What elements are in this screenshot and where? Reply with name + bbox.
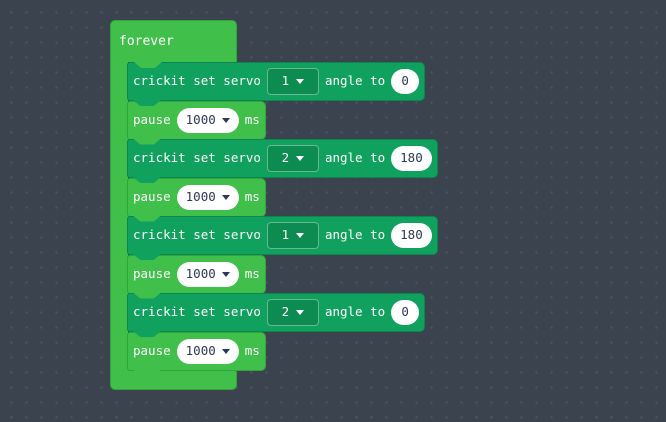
servo-number-value: 2	[281, 150, 290, 166]
forever-label: forever	[119, 34, 174, 49]
angle-value-field[interactable]: 0	[391, 69, 420, 94]
block-label: angle to	[324, 150, 386, 166]
pause-duration-value: 1000	[185, 188, 216, 204]
pause-block[interactable]: pause 1000 ms	[127, 254, 266, 299]
forever-block-spine[interactable]	[110, 61, 128, 371]
chevron-down-icon	[296, 156, 305, 161]
block-label: crickit set servo	[133, 150, 261, 166]
block-label: ms	[244, 188, 260, 204]
block-connector-bump	[133, 177, 161, 183]
pause-duration-value: 1000	[185, 265, 216, 281]
block-connector-bump	[133, 331, 161, 337]
chevron-down-icon	[221, 348, 230, 354]
crickit-set-servo-block[interactable]: crickit set servo 1 angle to 180	[127, 216, 438, 260]
servo-number-dropdown[interactable]: 2	[266, 299, 319, 326]
crickit-set-servo-block[interactable]: crickit set servo 2 angle to 0	[127, 293, 426, 337]
block-label: angle to	[324, 73, 386, 89]
block-connector-bump	[133, 138, 161, 145]
block-label: pause	[133, 342, 171, 358]
pause-duration-dropdown[interactable]: 1000	[176, 338, 239, 364]
block-label: pause	[133, 265, 171, 281]
servo-number-dropdown[interactable]: 1	[266, 68, 319, 95]
servo-number-value: 1	[281, 73, 290, 89]
block-connector-bump	[133, 369, 161, 376]
angle-value-field[interactable]: 0	[391, 300, 420, 325]
pause-block[interactable]: pause 1000 ms	[127, 100, 266, 145]
pause-block[interactable]: pause 1000 ms	[127, 331, 266, 376]
block-label: crickit set servo	[133, 73, 261, 89]
angle-value-field[interactable]: 180	[391, 146, 432, 171]
pause-duration-value: 1000	[185, 111, 216, 127]
crickit-set-servo-block[interactable]: crickit set servo 1 angle to 0	[127, 62, 426, 106]
chevron-down-icon	[296, 79, 305, 84]
pause-duration-dropdown[interactable]: 1000	[176, 184, 239, 210]
block-label: angle to	[324, 304, 386, 320]
pause-block[interactable]: pause 1000 ms	[127, 177, 266, 222]
chevron-down-icon	[296, 310, 305, 315]
pause-duration-value: 1000	[185, 342, 216, 358]
crickit-set-servo-block[interactable]: crickit set servo 2 angle to 180	[127, 139, 438, 183]
pause-duration-dropdown[interactable]: 1000	[176, 261, 239, 287]
block-connector-bump	[133, 100, 161, 106]
block-label: crickit set servo	[133, 227, 261, 243]
forever-block-foot[interactable]	[110, 370, 237, 390]
block-label: ms	[244, 265, 260, 281]
servo-number-value: 1	[281, 227, 290, 243]
servo-number-dropdown[interactable]: 2	[266, 145, 319, 172]
block-connector-bump	[133, 215, 161, 222]
block-connector-bump	[134, 62, 162, 68]
servo-number-value: 2	[281, 304, 290, 320]
block-connector-bump	[133, 292, 161, 299]
block-label: pause	[133, 111, 171, 127]
block-label: pause	[133, 188, 171, 204]
block-label: angle to	[324, 227, 386, 243]
pause-duration-dropdown[interactable]: 1000	[176, 107, 239, 133]
chevron-down-icon	[296, 233, 305, 238]
block-connector-bump	[133, 254, 161, 260]
forever-block-header[interactable]: forever	[110, 20, 237, 68]
block-label: crickit set servo	[133, 304, 261, 320]
angle-value-field[interactable]: 180	[391, 223, 432, 248]
servo-number-dropdown[interactable]: 1	[266, 222, 319, 249]
chevron-down-icon	[221, 117, 230, 123]
chevron-down-icon	[221, 271, 230, 277]
block-label: ms	[244, 111, 260, 127]
chevron-down-icon	[221, 194, 230, 200]
block-label: ms	[244, 342, 260, 358]
